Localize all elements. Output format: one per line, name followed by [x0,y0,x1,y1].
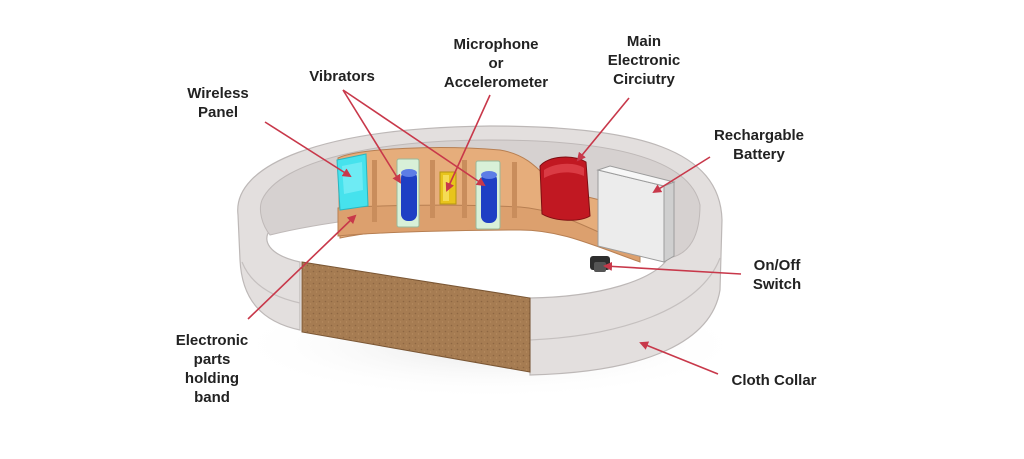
on-off-switch [590,256,610,272]
arrow-wireless-panel [264,121,352,178]
battery [596,165,676,263]
label-battery: Rechargable Battery [704,126,814,164]
label-line: parts [193,351,231,368]
arrow-battery [652,156,711,194]
label-line: Battery [733,146,785,163]
label-line: holding [184,370,240,387]
label-line: Wireless [187,85,249,102]
label-holding-band: Electronic parts holding band [164,331,260,407]
arrow-holding-band [247,214,357,320]
arrow-main-circuitry [576,97,630,162]
arrow-vibrator-left [342,89,402,184]
leader-lines [247,89,742,375]
arrow-on-off-switch [603,261,742,275]
label-line: Electronic [175,332,249,349]
label-wireless-panel: Wireless Panel [178,84,258,122]
label-vibrators: Vibrators [297,67,387,86]
label-line: On/Off [753,257,801,274]
label-line: Cloth Collar [731,372,817,389]
label-line: Switch [752,276,802,293]
label-cloth-collar: Cloth Collar [719,371,829,390]
label-line: Circiutry [613,71,675,88]
label-line: Electronic [607,52,681,69]
label-line: Vibrators [309,68,375,85]
label-line: or [488,55,504,72]
label-line: Panel [197,104,239,121]
label-line: Main [626,33,662,50]
label-line: Rechargable [713,127,805,144]
label-on-off-switch: On/Off Switch [742,256,812,294]
label-line: Accelerometer [443,74,549,91]
arrow-microphone [445,94,491,192]
wireless-panel-highlight [342,162,363,194]
cloth-patch [301,261,531,373]
label-main-circuitry: Main Electronic Circiutry [596,32,692,89]
label-microphone: Microphone or Accelerometer [432,35,560,92]
main-circuitry [539,156,591,221]
arrow-cloth-collar [639,341,719,375]
arrow-vibrator-right [342,89,486,187]
label-line: band [194,389,230,406]
vibrator-left [396,158,420,228]
vibrator-right [475,160,501,230]
label-line: Microphone [453,36,539,53]
